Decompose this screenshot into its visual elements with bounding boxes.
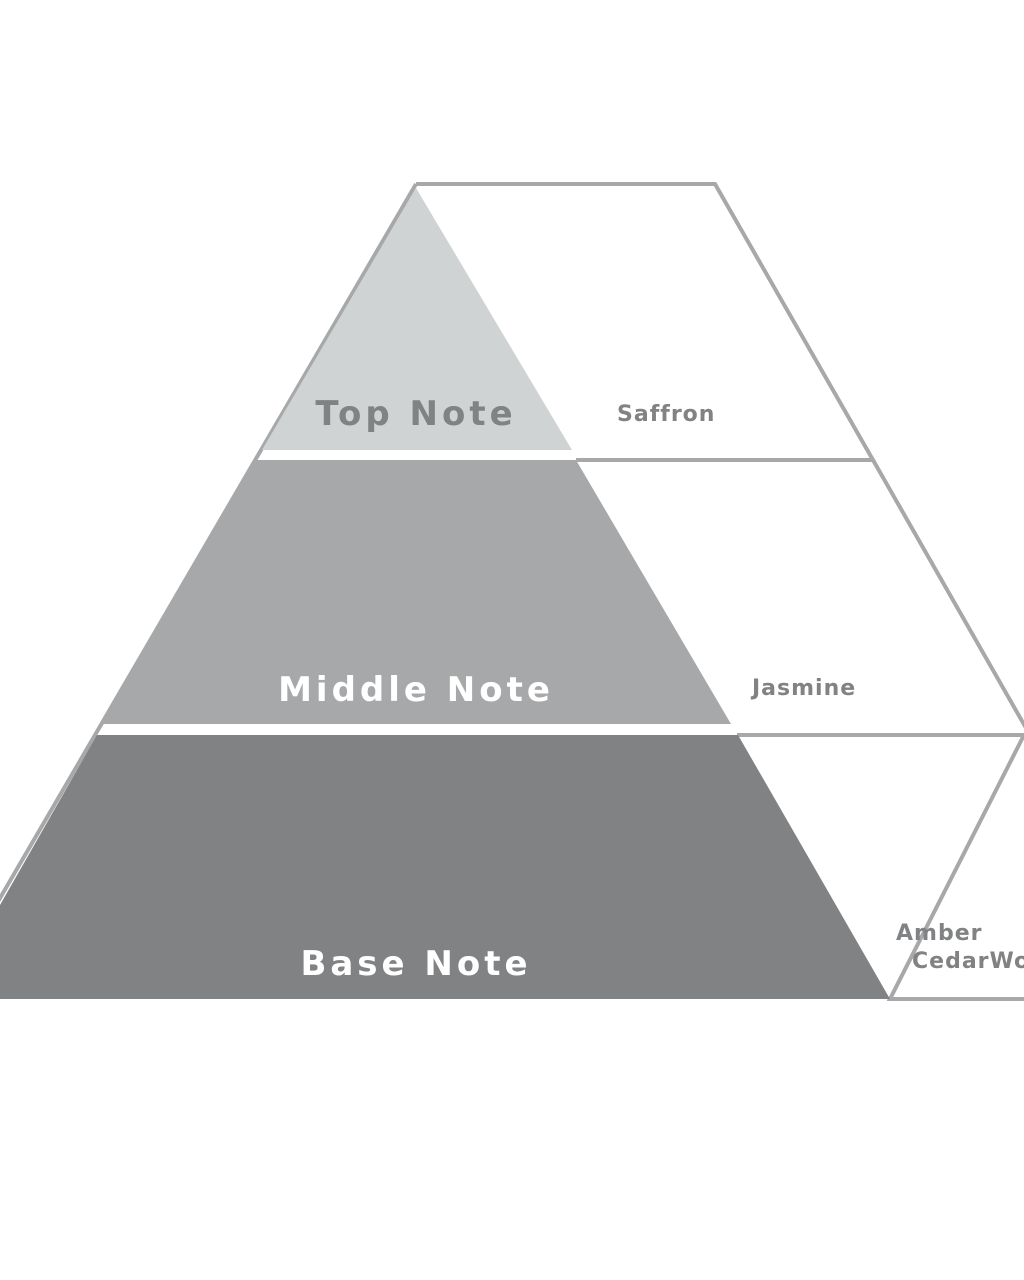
note-base-label-line2: CedarWood [912,949,1024,974]
pyramid-left-edge [0,182,418,903]
tier-middle-shape [102,460,731,724]
note-base-label-line1: Amber [896,921,982,946]
tier-top-shape [262,188,572,450]
tier-middle-label: Middle Note [278,670,554,710]
panel-middle-outline [737,459,1024,737]
tier-base-label: Base Note [300,944,531,984]
tier-top-label: Top Note [315,394,516,434]
panel-top-outline [416,182,877,462]
note-top-label: Saffron [617,402,715,427]
panel-base-outline [886,733,1024,1001]
note-middle-label: Jasmine [750,676,856,701]
tier-base-shape [0,735,890,999]
note-panels [0,182,1024,1001]
